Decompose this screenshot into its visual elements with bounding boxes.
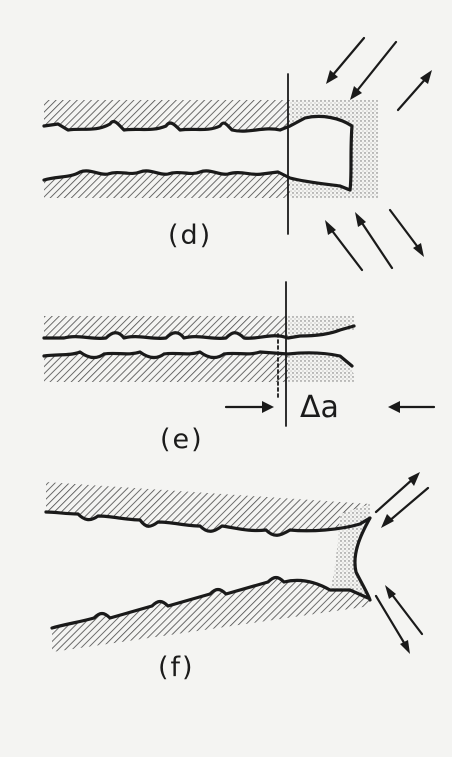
panel-e-lower-half <box>44 352 354 382</box>
panel-e-upper-crack-face <box>42 324 356 341</box>
panel-e-label: (e) <box>160 424 204 455</box>
panel-d-plastic-zone <box>290 100 378 196</box>
panel-d-upper-crack-face <box>42 114 354 192</box>
panel-d-arrow-upper-1 <box>326 36 366 84</box>
panel-d-arrow-lower-2 <box>355 212 394 270</box>
panel-d: (d) <box>42 36 432 272</box>
panel-d-arrow-upper-3 <box>396 70 432 112</box>
panel-d-upper-half <box>44 100 378 196</box>
panel-d-arrow-lower-3 <box>388 208 424 257</box>
panel-f-arrow-lower-1 <box>374 594 410 654</box>
panel-f: (f) <box>44 472 430 683</box>
panel-e-upper-half <box>44 316 354 339</box>
panel-e-increment-arrow-right <box>388 401 436 413</box>
panel-f-lower-crack-face <box>50 575 370 630</box>
panel-d-label: (d) <box>168 220 212 251</box>
panel-d-lower-crack-face <box>42 169 352 192</box>
panel-f-arrow-lower-2 <box>385 585 424 636</box>
panel-e-increment-arrow-left <box>224 401 274 413</box>
panel-f-label: (f) <box>158 652 195 683</box>
panel-f-upper-half <box>46 482 370 536</box>
panel-e: Δa (e) <box>42 281 436 455</box>
panel-f-upper-crack-face <box>44 510 372 602</box>
panel-f-arrow-upper-1 <box>374 472 420 514</box>
panel-d-arrow-upper-2 <box>350 40 398 100</box>
panel-e-lower-crack-face <box>42 350 354 368</box>
panel-f-lower-half <box>52 577 370 652</box>
panel-e-increment-label: Δa <box>300 390 339 425</box>
panel-d-arrow-lower-1 <box>325 220 364 272</box>
panel-f-arrow-upper-2 <box>381 486 430 528</box>
